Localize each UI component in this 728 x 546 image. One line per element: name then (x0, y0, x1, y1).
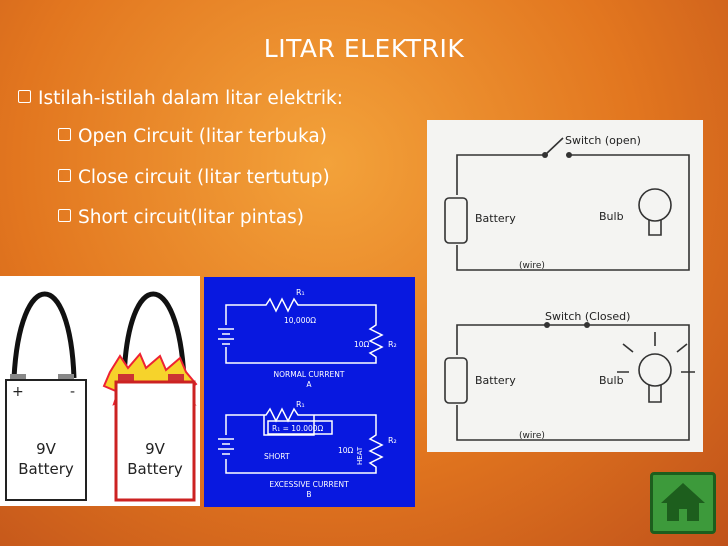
r2-value: 10Ω (338, 446, 354, 455)
battery-name: Battery (127, 460, 183, 478)
switch-contact (584, 322, 590, 328)
battery-image: + - 9V Battery 9V Battery (0, 276, 200, 506)
normal-current-sub: A (306, 380, 312, 389)
battery-voltage: 9V (145, 440, 166, 458)
home-button[interactable] (650, 472, 716, 534)
circuit-diagram-svg: R₁ 10,000Ω R₂ 10Ω NORMAL CURRENT A R₁ R₁… (218, 288, 397, 499)
battery-svg: + - 9V Battery 9V Battery (5, 291, 198, 502)
switch-open-label: Switch (open) (565, 134, 641, 147)
circuit-diagram-image: R₁ 10,000Ω R₂ 10Ω NORMAL CURRENT A R₁ R₁… (204, 277, 415, 507)
normal-current-label: NORMAL CURRENT (274, 370, 345, 379)
r1-box-label: R₁ = 10.000Ω (272, 424, 324, 433)
wire-label: (wire) (519, 431, 545, 441)
bullet-close-circuit: Close circuit (litar tertutup) (58, 167, 330, 188)
checkbox-bullet-icon (58, 128, 71, 141)
home-icon (661, 483, 705, 521)
battery-label: Battery (475, 374, 516, 387)
bulb-label: Bulb (599, 210, 624, 223)
r2-value: 10Ω (354, 340, 370, 349)
r1-value: 10,000Ω (284, 316, 316, 325)
bullet-text: Istilah-istilah dalam litar elektrik: (38, 88, 343, 109)
r1-label: R₁ (296, 288, 305, 297)
bullet-main: Istilah-istilah dalam litar elektrik: (18, 88, 343, 109)
excessive-current-sub: B (306, 490, 311, 499)
bulb-label: Bulb (599, 374, 624, 387)
excessive-current-label: EXCESSIVE CURRENT (269, 480, 349, 489)
r2-label: R₂ (388, 340, 397, 349)
bullet-text: Open Circuit (litar terbuka) (78, 126, 327, 147)
checkbox-bullet-icon (58, 169, 71, 182)
heat-label: HEAT (356, 446, 364, 465)
checkbox-bullet-icon (58, 209, 71, 222)
r1-label: R₁ (296, 400, 305, 409)
switch-pivot (544, 322, 550, 328)
bullet-open-circuit: Open Circuit (litar terbuka) (58, 126, 327, 147)
short-label: SHORT (264, 452, 290, 461)
r2-label: R₂ (388, 436, 397, 445)
battery-name: Battery (18, 460, 74, 478)
battery-label: Battery (475, 212, 516, 225)
wire-label: (wire) (519, 261, 545, 271)
bullet-short-circuit: Short circuit(litar pintas) (58, 207, 304, 228)
switch-contact (566, 152, 572, 158)
circuit-sketch-image: Switch (open) Battery Bulb (wire) Switch… (427, 120, 703, 452)
checkbox-bullet-icon (18, 90, 31, 103)
bullet-text: Short circuit(litar pintas) (78, 207, 304, 228)
slide-title: LITAR ELEKTRIK (263, 34, 465, 63)
plus-sign: + (12, 384, 24, 400)
battery-voltage: 9V (36, 440, 57, 458)
circuit-sketch-svg: Switch (open) Battery Bulb (wire) Switch… (444, 134, 695, 441)
bullet-text: Close circuit (litar tertutup) (78, 167, 330, 188)
switch-pivot (542, 152, 548, 158)
switch-closed-label: Switch (Closed) (545, 310, 630, 323)
minus-sign: - (70, 384, 75, 400)
